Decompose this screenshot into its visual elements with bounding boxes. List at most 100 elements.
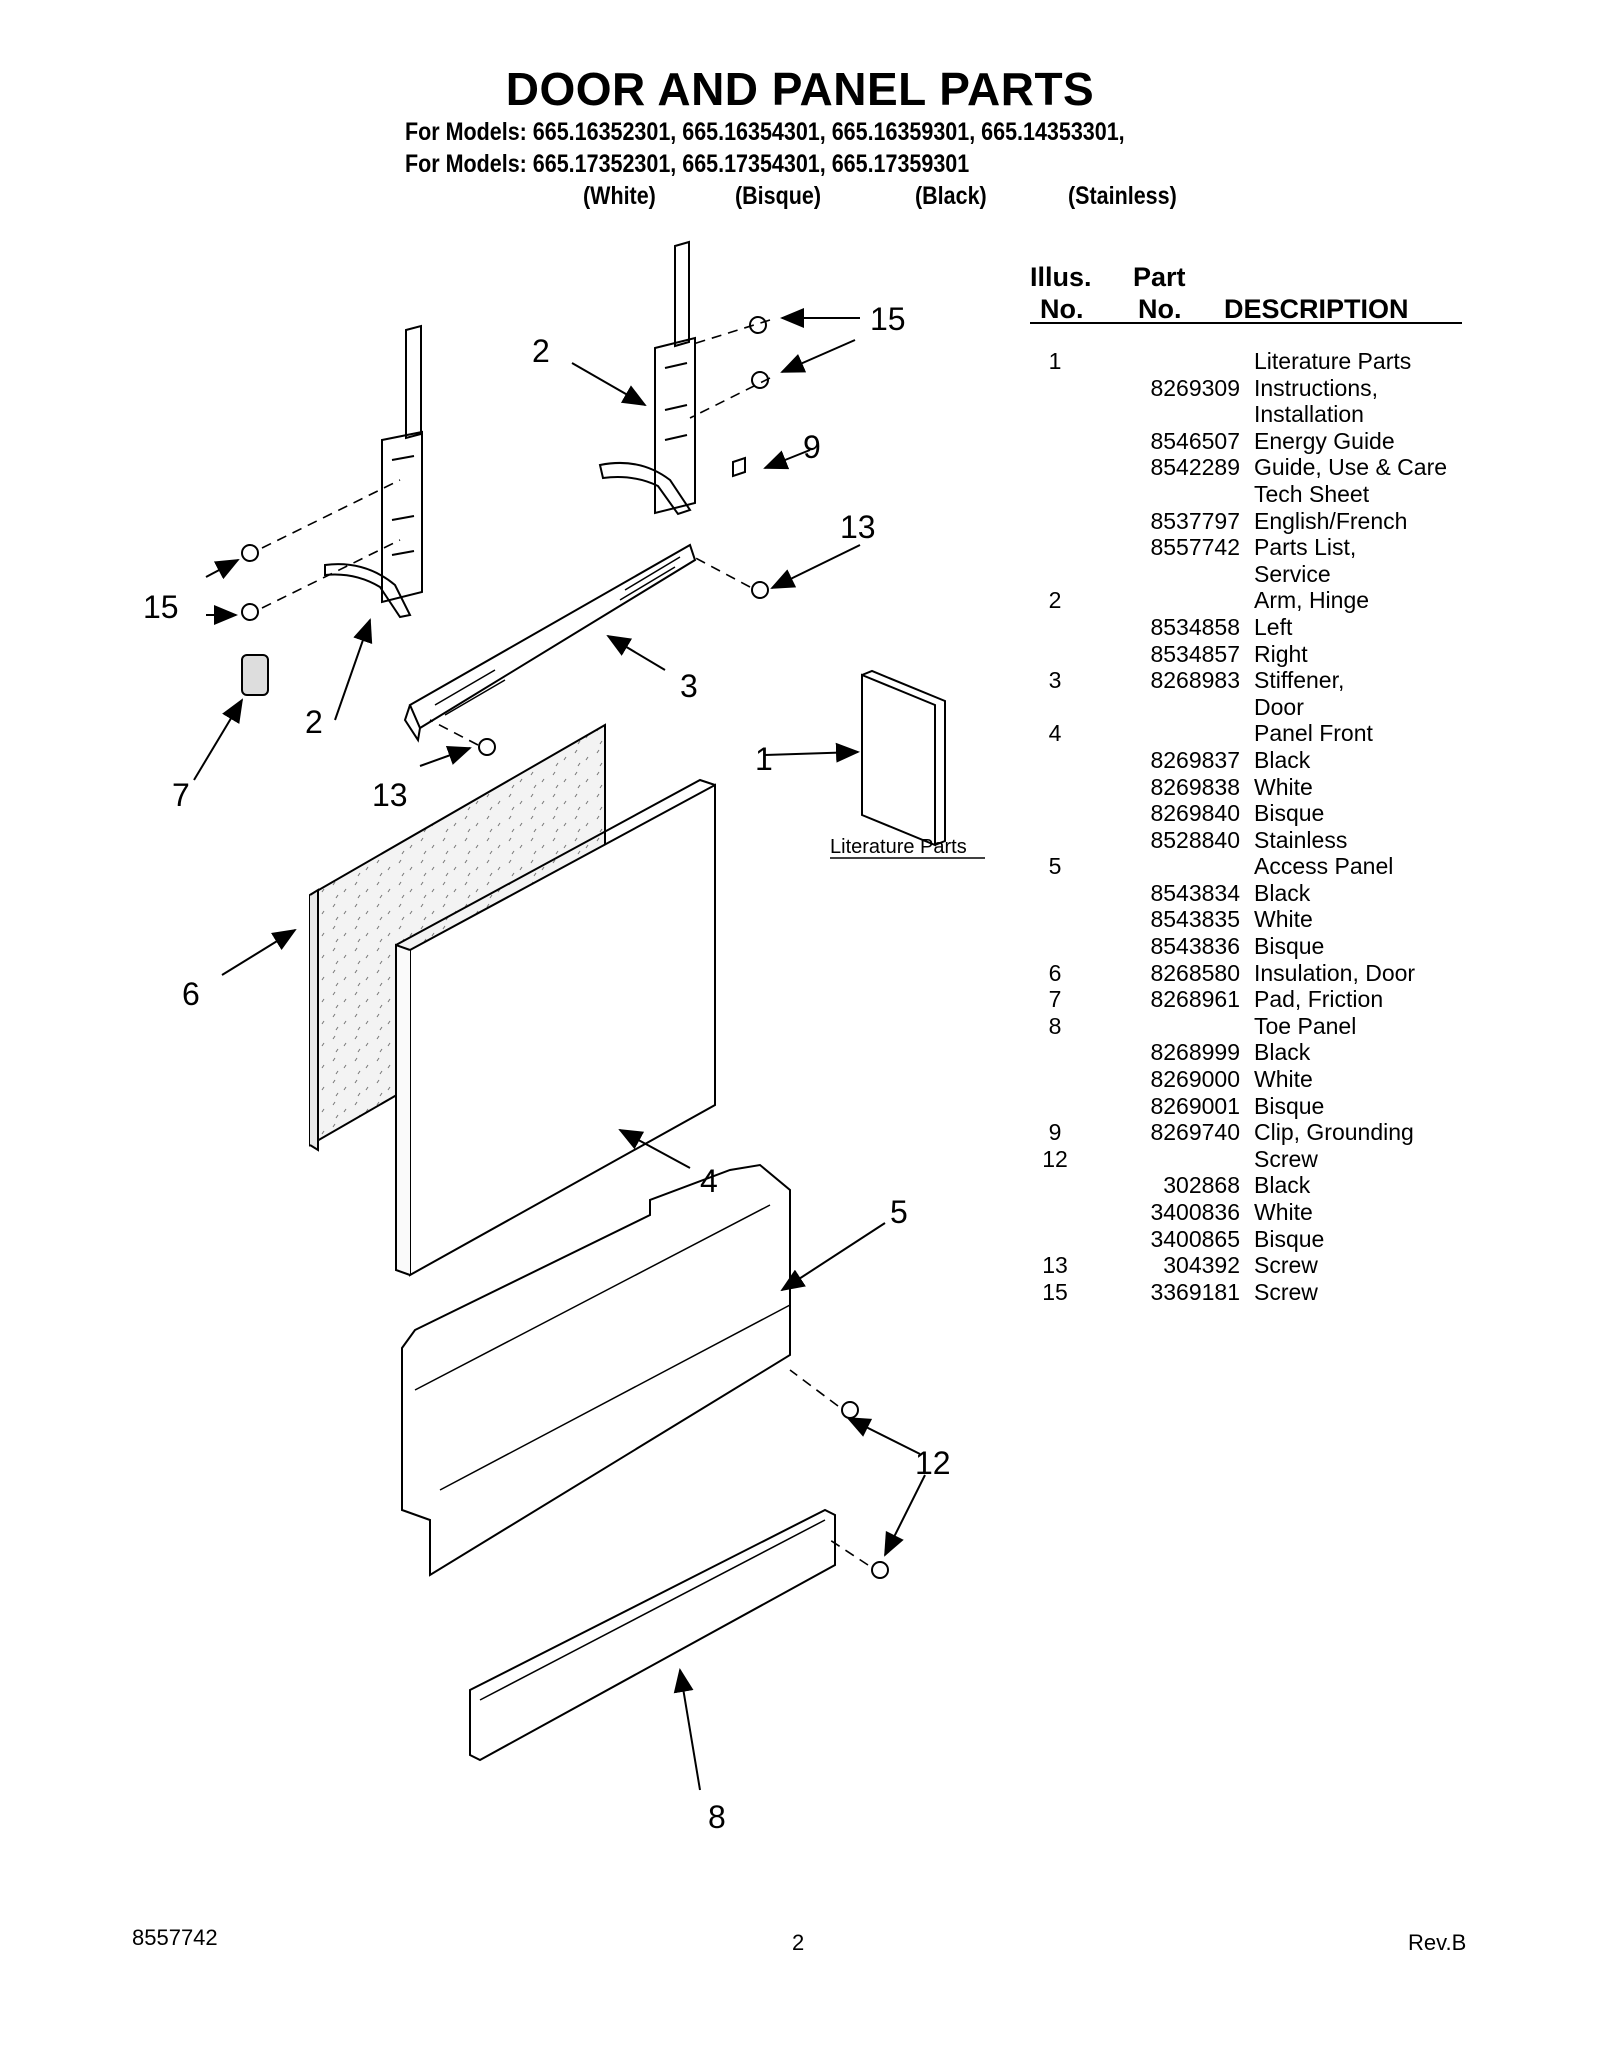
table-row: 302868 Black bbox=[1030, 1172, 1470, 1199]
callout-2-top: 2 bbox=[532, 333, 550, 369]
part-description: Guide, Use & Care bbox=[1254, 454, 1448, 481]
table-row: 8268999 Black bbox=[1030, 1039, 1470, 1066]
part-description: Black bbox=[1254, 746, 1311, 773]
table-row: Service bbox=[1030, 561, 1470, 588]
part-description: Toe Panel bbox=[1254, 1012, 1357, 1039]
part-description: White bbox=[1254, 773, 1313, 800]
toe-panel bbox=[469, 1508, 836, 1762]
table-row: Door bbox=[1030, 694, 1470, 721]
part-description: Screw bbox=[1254, 1278, 1318, 1305]
grounding-clip bbox=[732, 456, 746, 478]
part-description: Panel Front bbox=[1254, 720, 1373, 747]
part-number: 8543834 bbox=[1150, 879, 1240, 906]
table-row: 8557742 Parts List, bbox=[1030, 534, 1470, 561]
part-number: 8269840 bbox=[1150, 800, 1240, 827]
illus-number: 15 bbox=[1042, 1278, 1068, 1305]
callout-13-left: 13 bbox=[372, 777, 408, 813]
part-number: 3400836 bbox=[1150, 1199, 1240, 1225]
part-description: Stiffener, bbox=[1254, 667, 1345, 694]
callout-13-top: 13 bbox=[840, 509, 876, 545]
callout-15-left: 15 bbox=[143, 589, 179, 625]
finish-stainless: (Stainless) bbox=[1068, 182, 1177, 210]
part-description: Black bbox=[1254, 1039, 1311, 1066]
callout-1: 1 bbox=[755, 741, 773, 777]
part-number: 302868 bbox=[1163, 1172, 1240, 1199]
part-number: 8269837 bbox=[1150, 746, 1240, 773]
part-number: 8269001 bbox=[1150, 1092, 1240, 1119]
part-description: Clip, Grounding bbox=[1254, 1119, 1414, 1146]
part-description: Instructions, bbox=[1254, 374, 1378, 401]
illus-number: 5 bbox=[1048, 853, 1062, 880]
illus-number: 8 bbox=[1048, 1012, 1062, 1039]
part-number: 8543835 bbox=[1150, 906, 1240, 933]
part-number: 8269740 bbox=[1150, 1119, 1240, 1146]
table-row: 8534858 Left bbox=[1030, 614, 1470, 641]
part-description: Left bbox=[1254, 613, 1293, 640]
part-description: Black bbox=[1254, 879, 1311, 906]
table-row: 3400865 Bisque bbox=[1030, 1226, 1470, 1253]
part-number: 8269000 bbox=[1150, 1066, 1240, 1093]
footer-doc-number: 8557742 bbox=[132, 1925, 218, 1950]
screws bbox=[241, 316, 889, 1579]
part-description: Energy Guide bbox=[1254, 427, 1395, 454]
part-description: Bisque bbox=[1254, 1092, 1325, 1119]
part-description: English/French bbox=[1254, 507, 1408, 534]
part-number: 8268999 bbox=[1150, 1039, 1240, 1066]
part-description: Stainless bbox=[1254, 826, 1348, 853]
table-row: Tech Sheet bbox=[1030, 481, 1470, 508]
callout-8: 8 bbox=[708, 1799, 726, 1835]
friction-pad bbox=[241, 654, 269, 696]
part-description: Bisque bbox=[1254, 800, 1325, 827]
illus-number: 6 bbox=[1048, 959, 1062, 986]
illus-number: 1 bbox=[1048, 348, 1062, 374]
finish-bisque: (Bisque) bbox=[735, 182, 821, 210]
part-description: Service bbox=[1254, 560, 1331, 587]
models-line-1: For Models: 665.16352301, 665.16354301, … bbox=[405, 118, 1125, 146]
callout-4: 4 bbox=[700, 1163, 718, 1199]
page-title: DOOR AND PANEL PARTS bbox=[505, 63, 1095, 115]
part-number: 8534858 bbox=[1150, 613, 1240, 640]
table-row: 8269840 Bisque bbox=[1030, 800, 1470, 827]
part-description: Black bbox=[1254, 1172, 1311, 1199]
table-row: 9 8269740 Clip, Grounding bbox=[1030, 1119, 1470, 1146]
part-number: 3400865 bbox=[1150, 1225, 1240, 1252]
part-description: Right bbox=[1254, 640, 1308, 667]
callout-5: 5 bbox=[890, 1194, 908, 1230]
part-description: Bisque bbox=[1254, 1225, 1325, 1252]
literature-parts-label: Literature Parts bbox=[830, 836, 967, 858]
part-description: Pad, Friction bbox=[1254, 986, 1384, 1013]
door-stiffener bbox=[403, 543, 697, 743]
illus-number: 2 bbox=[1048, 587, 1062, 614]
illus-number: 7 bbox=[1048, 986, 1062, 1013]
part-description: White bbox=[1254, 1066, 1313, 1093]
part-number: 8543836 bbox=[1150, 933, 1240, 960]
callout-12: 12 bbox=[915, 1445, 951, 1481]
illus-number: 9 bbox=[1048, 1119, 1062, 1146]
table-row: 8543834 Black bbox=[1030, 880, 1470, 907]
illus-number: 12 bbox=[1042, 1145, 1068, 1172]
finish-black: (Black) bbox=[915, 182, 987, 210]
part-number: 8269309 bbox=[1150, 374, 1240, 401]
callout-3: 3 bbox=[680, 668, 698, 704]
part-description: Screw bbox=[1254, 1252, 1318, 1279]
part-number: 8268983 bbox=[1150, 667, 1240, 694]
header-part-2: No. bbox=[1138, 294, 1182, 324]
part-number: 8557742 bbox=[1150, 534, 1240, 561]
part-description: Parts List, bbox=[1254, 534, 1357, 561]
part-description: Installation bbox=[1254, 401, 1364, 428]
illus-number: 4 bbox=[1048, 720, 1062, 747]
illus-number: 13 bbox=[1042, 1252, 1068, 1279]
header-rule bbox=[1030, 322, 1462, 324]
